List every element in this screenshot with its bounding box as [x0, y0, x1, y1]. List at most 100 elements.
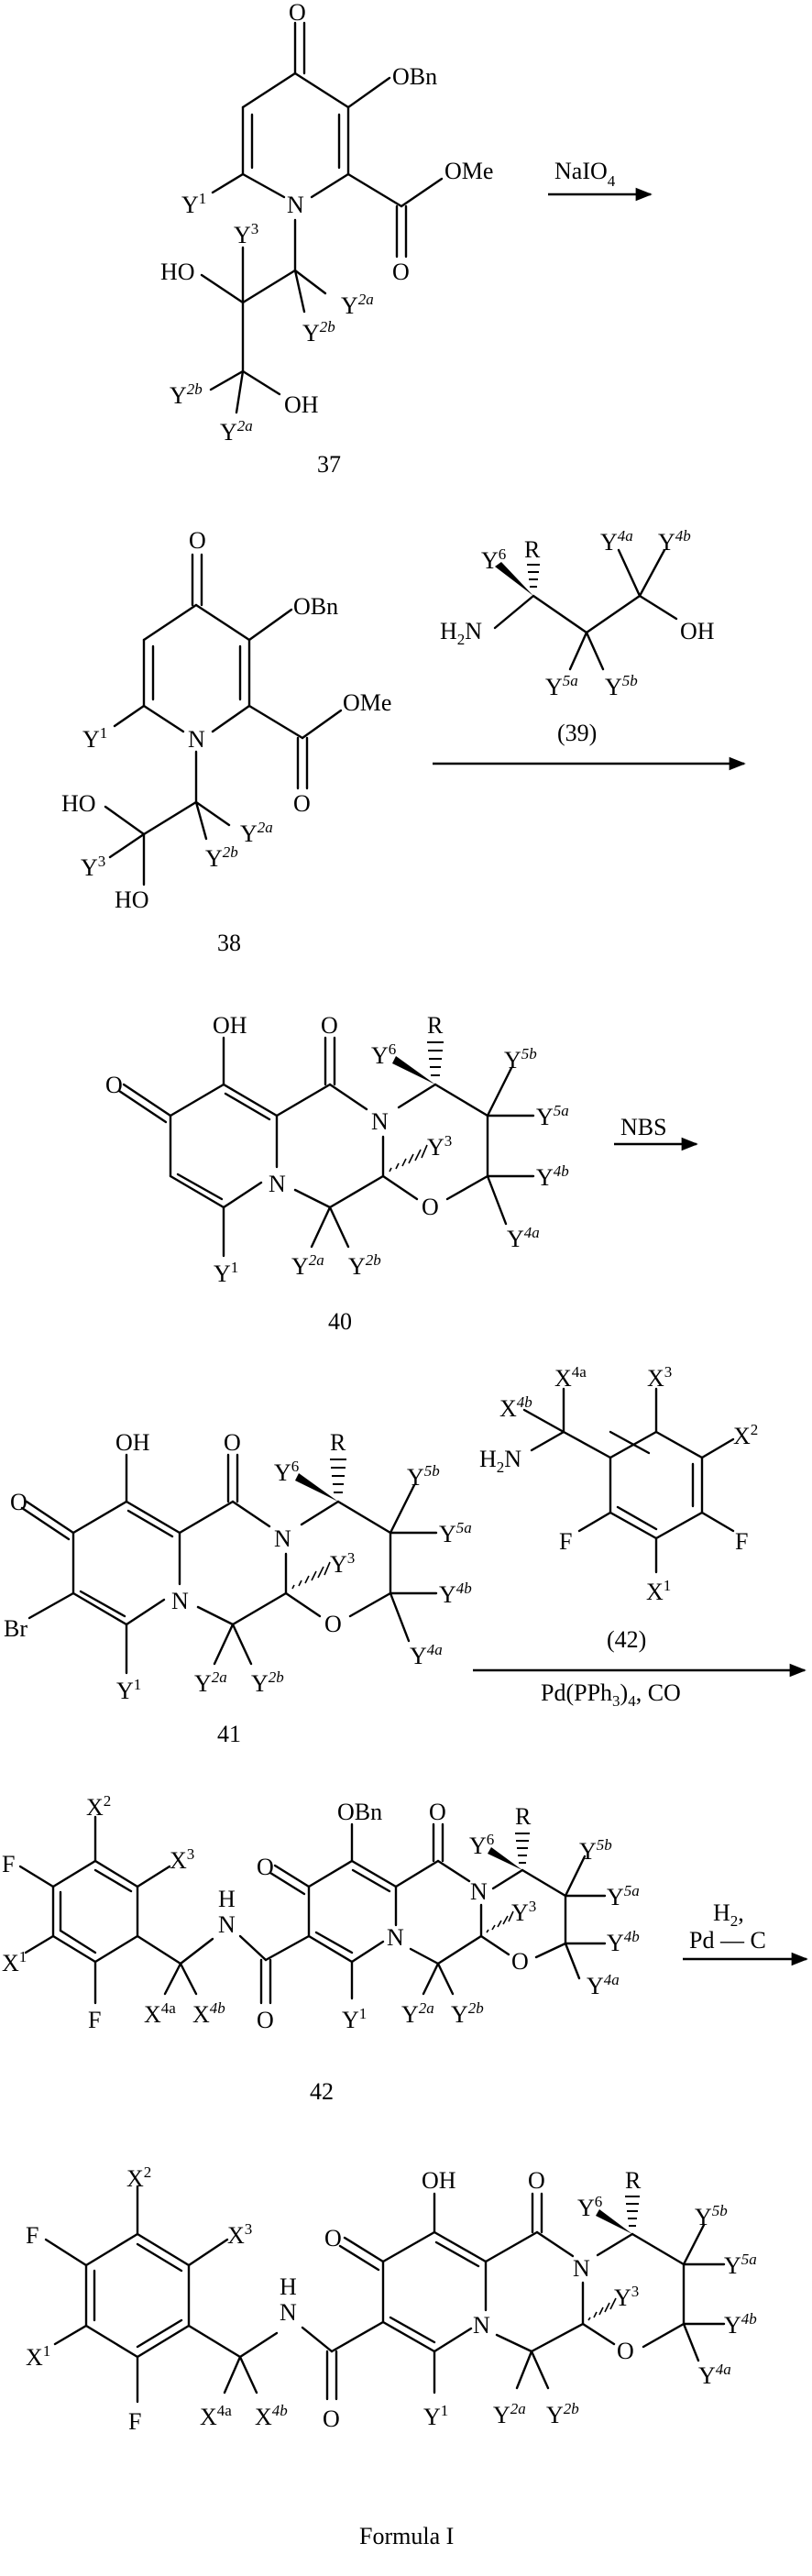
- reagent-39: H2N OH Y6 R Y5a Y5b Y4a Y4b (39): [433, 527, 746, 771]
- svg-text:Y3: Y3: [511, 1898, 536, 1926]
- y4a-label: Y4a: [507, 1224, 540, 1252]
- ho-label-1: HO: [61, 790, 96, 817]
- svg-text:Y5a: Y5a: [724, 2251, 757, 2279]
- y5a-label: Y5a: [545, 672, 578, 700]
- f-label-right: F: [735, 1528, 748, 1555]
- compound-38: O OBn N Y1 OMe O Y2a Y2b HO Y3 HO 38: [61, 527, 391, 956]
- svg-text:Y2b: Y2b: [251, 1668, 284, 1697]
- svg-text:F: F: [88, 2007, 101, 2033]
- x3-label: X3: [170, 1845, 194, 1874]
- y6-label: Y6: [371, 1040, 396, 1069]
- compound-label-42: 42: [310, 2078, 334, 2105]
- ring-n2-label: N: [269, 1171, 286, 1197]
- svg-text:Y5b: Y5b: [579, 1836, 612, 1865]
- compound-label-41: 41: [217, 1721, 241, 1747]
- oh-label: OH: [284, 391, 319, 418]
- svg-text:X3: X3: [227, 2220, 252, 2249]
- obn-label: OBn: [337, 1799, 382, 1825]
- oxo-left-label: O: [105, 1072, 123, 1098]
- y1-label: Y1: [181, 190, 206, 218]
- arrow-hydrogenation: H2, Pd — C: [683, 1899, 808, 1966]
- amide-h-label: H: [218, 1886, 236, 1912]
- svg-text:O: O: [324, 2225, 342, 2251]
- svg-text:O: O: [257, 2007, 274, 2033]
- oh-label: OH: [680, 618, 715, 644]
- svg-text:Y4b: Y4b: [724, 2310, 757, 2339]
- x4b-label: X4b: [499, 1393, 532, 1422]
- svg-text:N: N: [387, 1924, 404, 1951]
- svg-text:Y2a: Y2a: [401, 1999, 434, 2028]
- svg-text:X2: X2: [126, 2163, 151, 2192]
- svg-text:Y1: Y1: [342, 2005, 367, 2033]
- svg-text:O: O: [511, 1948, 529, 1975]
- oxo-mid-label: O: [321, 1012, 338, 1039]
- compound-label-40: 40: [328, 1308, 352, 1335]
- oh-label: OH: [213, 1012, 247, 1039]
- ome-label: OMe: [343, 689, 391, 716]
- svg-text:Y1: Y1: [423, 2402, 448, 2430]
- svg-text:Y5b: Y5b: [407, 1462, 440, 1491]
- compound-41: O OH Br N Y1 O N Y2a Y2b Y3 O: [4, 1429, 472, 1747]
- svg-text:Y6: Y6: [469, 1831, 494, 1859]
- svg-text:N: N: [573, 2255, 590, 2282]
- oxo-label: O: [289, 0, 306, 26]
- r-label: R: [524, 536, 541, 563]
- y3-label: Y3: [81, 853, 105, 881]
- svg-text:X4a: X4a: [200, 2402, 232, 2430]
- svg-text:N: N: [274, 1525, 291, 1552]
- h2n-label: H2N: [479, 1446, 521, 1476]
- ome-label: OMe: [444, 158, 493, 184]
- svg-text:Y5a: Y5a: [439, 1519, 472, 1547]
- arrow-naio4: NaIO4: [548, 158, 653, 202]
- svg-text:Y4b: Y4b: [607, 1928, 640, 1956]
- svg-text:Y4a: Y4a: [587, 1971, 620, 1999]
- y2a-lower-label: Y2a: [220, 417, 253, 446]
- svg-text:Y4b: Y4b: [439, 1580, 472, 1608]
- ring-n-label: N: [287, 192, 304, 218]
- svg-text:O: O: [323, 2405, 340, 2432]
- svg-text:O: O: [324, 1611, 342, 1637]
- svg-text:Y3: Y3: [330, 1549, 355, 1578]
- y5a-label: Y5a: [536, 1102, 569, 1130]
- svg-text:O: O: [224, 1429, 241, 1456]
- y5b-label: Y5b: [605, 672, 638, 700]
- x1-label: X1: [2, 1948, 27, 1976]
- svg-text:Y4a: Y4a: [698, 2361, 731, 2389]
- conditions-pd-pph3: Pd(PPh3)4, CO: [541, 1679, 681, 1710]
- svg-text:Y6: Y6: [274, 1458, 299, 1486]
- svg-text:R: R: [625, 2167, 642, 2194]
- ring-n1-label: N: [371, 1108, 389, 1135]
- reagent-pd-c: Pd — C: [689, 1927, 766, 1954]
- svg-text:R: R: [515, 1803, 532, 1830]
- svg-text:Y2a: Y2a: [493, 2400, 526, 2428]
- svg-text:Y5a: Y5a: [607, 1882, 640, 1910]
- y2a-label: Y2a: [240, 819, 273, 847]
- y1-label: Y1: [214, 1259, 238, 1287]
- y2b-lower-label: Y2b: [170, 380, 203, 409]
- svg-text:O: O: [528, 2167, 545, 2194]
- svg-text:Y6: Y6: [577, 2193, 602, 2221]
- svg-text:N: N: [473, 2312, 490, 2339]
- br-label: Br: [4, 1615, 27, 1642]
- x4a-label: X4a: [144, 1999, 176, 2028]
- y4b-label: Y4b: [658, 527, 691, 556]
- svg-text:H: H: [280, 2273, 297, 2300]
- reagent-42: X3 X2 F F X1 X4a X4b H2N (42) Pd(PPh3)4,…: [473, 1363, 807, 1710]
- x4b-label: X4b: [192, 1999, 225, 2028]
- ho-label-2: HO: [115, 886, 149, 913]
- oh-label: OH: [115, 1429, 150, 1456]
- obn-label: OBn: [392, 63, 437, 90]
- reagent-h2: H2,: [713, 1899, 744, 1930]
- y2b-label: Y2b: [348, 1251, 381, 1280]
- svg-text:X4b: X4b: [255, 2402, 288, 2430]
- ester-o-label: O: [293, 790, 311, 817]
- svg-text:F: F: [26, 2222, 38, 2249]
- x2-label: X2: [733, 1421, 758, 1449]
- formula-i: X2 F X3 X1 F X4a X4b H N O O OH: [26, 2163, 757, 2549]
- y6-label: Y6: [481, 545, 506, 574]
- x2-label: X2: [86, 1792, 111, 1821]
- amide-n-label: N: [218, 1911, 236, 1938]
- y1-label: Y1: [116, 1676, 141, 1704]
- svg-text:N: N: [171, 1588, 189, 1614]
- svg-text:Y2b: Y2b: [451, 1999, 484, 2028]
